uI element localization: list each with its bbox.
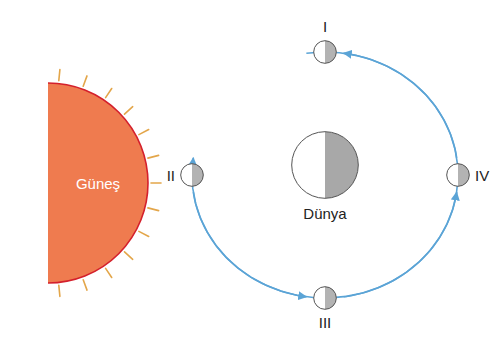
lit-half (181, 164, 204, 187)
moon-phase: I (313, 40, 337, 64)
sun-shape (0, 83, 148, 283)
outline (292, 132, 359, 199)
sun-ray (59, 285, 60, 296)
phase-number: I (323, 18, 327, 35)
sun-ray (148, 155, 159, 158)
moon-phase: IV (446, 163, 470, 187)
moon-phase (313, 286, 337, 310)
sun-ray (106, 268, 112, 277)
outline (314, 287, 337, 310)
phase-number: IV (475, 167, 489, 184)
outline (447, 164, 470, 187)
sun-shape: Güneş (0, 83, 148, 283)
sun-ray (139, 130, 149, 135)
sun-outline (48, 83, 148, 283)
body-label: Güneş (76, 175, 120, 192)
dark-half (192, 164, 203, 187)
sun-body (48, 83, 148, 283)
moon-phase (180, 163, 204, 187)
dark-half (325, 132, 358, 199)
dark-half (458, 164, 469, 187)
phase-number: II (167, 167, 175, 184)
sun-ray (125, 252, 133, 259)
lit-half (314, 41, 337, 64)
orbit-arrow (193, 192, 306, 297)
moon-phase: III (313, 286, 337, 310)
phase-number: III (319, 314, 332, 331)
moon-phase (313, 40, 337, 64)
earth-globe: Dünya (291, 131, 359, 199)
orbit-arrow (192, 52, 458, 298)
sun-ray (83, 76, 87, 86)
outline (181, 164, 204, 187)
outline (314, 41, 337, 64)
sun-ray (59, 70, 60, 81)
moon-phase: II (180, 163, 204, 187)
sun-ray (125, 107, 133, 114)
dark-half (325, 41, 336, 64)
sun-ray (151, 182, 161, 184)
orbit-arrow (344, 192, 457, 297)
sun-ray (106, 89, 112, 98)
lit-half (314, 287, 337, 310)
earth-globe (291, 131, 359, 199)
dark-half (325, 287, 336, 310)
sun-ray (139, 231, 149, 236)
lit-half (292, 132, 359, 199)
sun-ray (148, 208, 159, 211)
moon-phase (446, 163, 470, 187)
lit-half (447, 164, 470, 187)
body-label: Dünya (303, 205, 346, 222)
orbit-arrow (344, 53, 457, 158)
sun-ray (83, 280, 87, 290)
